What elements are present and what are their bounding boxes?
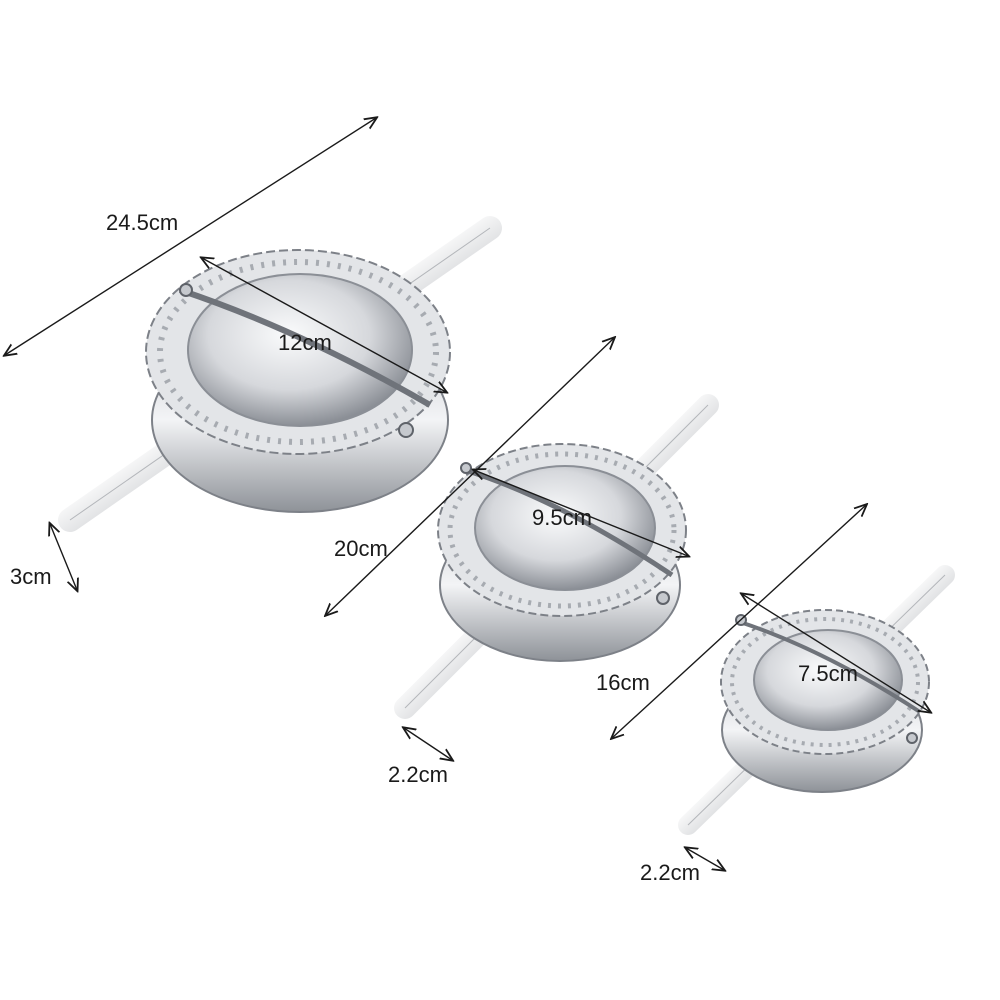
large-length-arrow <box>5 118 376 355</box>
medium-handle-arrow <box>404 728 452 760</box>
small-length-label: 16cm <box>596 670 650 695</box>
large-handle-label: 3cm <box>10 564 52 589</box>
small-handle-label: 2.2cm <box>640 860 700 885</box>
medium-handle-label: 2.2cm <box>388 762 448 787</box>
large-length-label: 24.5cm <box>106 210 179 235</box>
small-mold <box>678 565 955 835</box>
large-handle-arrow <box>50 524 77 590</box>
medium-length-label: 20cm <box>334 536 388 561</box>
small-diameter-arrow <box>742 594 930 712</box>
large-mold <box>58 216 502 532</box>
large-diameter-label: 12cm <box>278 330 332 355</box>
medium-mold <box>394 394 719 719</box>
medium-diameter-label: 9.5cm <box>532 505 592 530</box>
dimension-lines <box>5 118 930 870</box>
medium-length-arrow <box>326 338 614 615</box>
small-handle-arrow <box>686 848 724 870</box>
small-diameter-label: 7.5cm <box>798 661 858 686</box>
